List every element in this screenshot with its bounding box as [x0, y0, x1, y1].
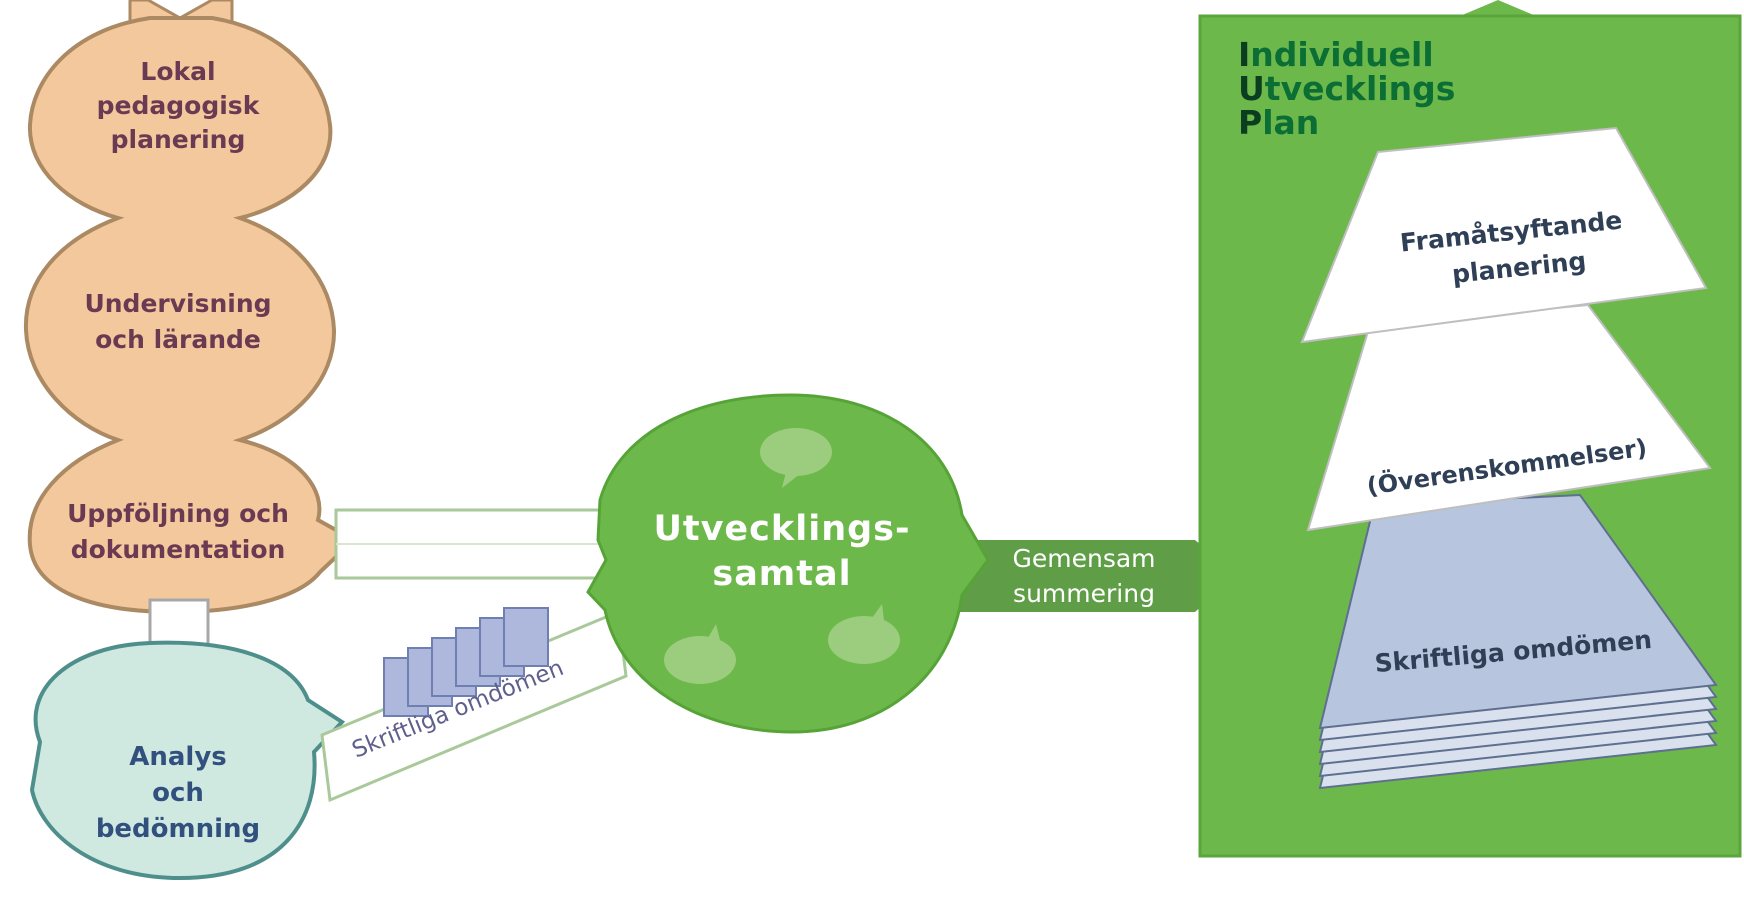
teaching-label-line-1: Undervisning — [84, 289, 271, 318]
analysis-label-line-2: och — [152, 778, 204, 808]
iup-panel-top-notch — [1460, 0, 1536, 16]
written-assessments-stack: Skriftliga omdömen — [1318, 493, 1718, 790]
planning-label-line-3: planering — [111, 125, 246, 154]
followup-label-line-2: dokumentation — [71, 535, 286, 564]
speech-bubble-icon — [828, 604, 900, 664]
summary-arrow-line-1: Gemensam — [1012, 544, 1155, 573]
followup-to-conversation-bands — [334, 508, 628, 580]
followup-label-line-1: Uppföljning och — [67, 499, 289, 528]
speech-bubble-icon — [760, 428, 832, 488]
planning-label-line-2: pedagogisk — [97, 91, 261, 120]
summary-arrow-line-2: summering — [1013, 579, 1155, 608]
document-stack-icon — [383, 607, 549, 717]
forward-planning-layer: Framåtsyftande planering — [1300, 126, 1708, 344]
summary-arrow — [940, 540, 1238, 612]
speech-bubble-icon — [664, 624, 736, 684]
analysis-label-line-1: Analys — [129, 742, 227, 772]
analysis-label-line-3: bedömning — [96, 814, 260, 844]
written-assessment-flow: Skriftliga omdömen — [320, 607, 628, 803]
cycle-column: Lokal pedagogisk planering Undervisning … — [23, 0, 358, 881]
teaching-label-line-2: och lärande — [95, 325, 261, 354]
agreements-layer: (Överenskommelser) — [1306, 303, 1712, 532]
iup-title-line-2: Utvecklings — [1238, 69, 1455, 108]
conversation-title-line-2: samtal — [712, 554, 851, 594]
iup-panel: Individuell Utvecklings Plan Skriftliga … — [1198, 0, 1742, 858]
conversation-title-line-1: Utvecklings- — [653, 509, 910, 549]
iup-title-line-1: Individuell — [1238, 35, 1434, 74]
planning-label-line-1: Lokal — [140, 57, 215, 86]
development-conversation: Gemensam summering Utvecklings- samtal — [586, 393, 1238, 734]
iup-title-line-3: Plan — [1238, 103, 1319, 142]
analysis-shape — [29, 640, 346, 881]
